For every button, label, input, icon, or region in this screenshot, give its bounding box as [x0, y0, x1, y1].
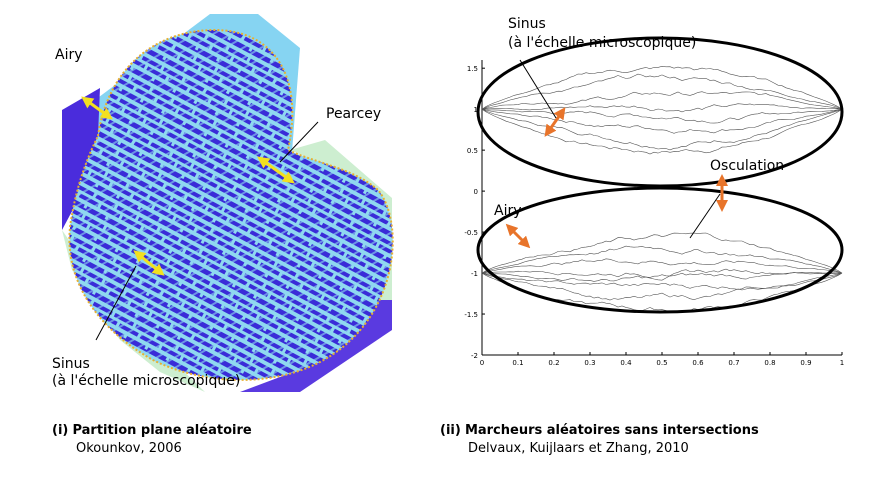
x-tick-label: 0.2	[548, 359, 559, 367]
x-tick-label: 0.8	[764, 359, 775, 367]
label-sinus-right-line1: Sinus	[508, 16, 546, 32]
upper-walker-path	[481, 65, 843, 110]
x-tick-label: 0	[480, 359, 484, 367]
label-sinus-right-line2: (à l'échelle microscopique)	[508, 35, 697, 51]
caption-left-source: Okounkov, 2006	[76, 441, 182, 456]
y-tick-label: -2	[471, 352, 478, 360]
lower-walker-path	[481, 272, 843, 290]
label-airy-right: Airy	[494, 203, 522, 219]
lower-walker-path	[481, 272, 843, 301]
y-tick-label: 0.5	[467, 147, 478, 155]
arctic-boundary-curve	[68, 28, 394, 381]
caption-left-marker: (i)	[52, 423, 69, 438]
y-tick-label: -1.5	[464, 311, 478, 319]
y-tick-label: -0.5	[464, 229, 478, 237]
x-tick-label: 0.3	[584, 359, 595, 367]
lower-walker-path	[481, 232, 843, 274]
x-tick-label: 0.6	[692, 359, 704, 367]
caption-left: (i) Partition plane aléatoire	[52, 422, 252, 440]
lower-ellipse	[476, 186, 844, 314]
airy-arrow	[81, 96, 113, 120]
x-tick-label: 0.5	[656, 359, 667, 367]
upper-walker-path	[481, 108, 843, 124]
y-tick-label: 0	[474, 188, 478, 196]
y-tick-label: 1.5	[467, 65, 478, 73]
upper-walker-path	[481, 108, 843, 151]
x-tick-label: 1	[840, 359, 844, 367]
upper-walker-path	[481, 108, 843, 134]
x-tick-label: 0.1	[512, 359, 523, 367]
label-osculation: Osculation	[710, 158, 785, 174]
upper-walker-path	[481, 108, 843, 155]
sinus-arrow-left	[133, 250, 165, 276]
hexagon-left-corner	[62, 88, 100, 230]
plane-partition-figure	[62, 14, 394, 392]
upper-walker-path	[481, 103, 843, 113]
pearcey-arrow	[257, 156, 295, 184]
upper-walker-path	[481, 73, 843, 110]
lower-walker-path	[481, 272, 843, 313]
pearcey-leader	[279, 121, 319, 163]
label-sinus-left-line1: Sinus	[52, 356, 90, 372]
x-tick-label: 0.4	[620, 359, 632, 367]
label-pearcey: Pearcey	[326, 106, 382, 122]
upper-ellipse	[476, 36, 844, 188]
caption-right-source: Delvaux, Kuijlaars et Zhang, 2010	[468, 441, 689, 456]
label-airy-left: Airy	[55, 47, 83, 63]
y-tick-label: 1	[474, 106, 478, 114]
axis-ticks: 0 0.1 0.2 0.3 0.4 0.5 0.6 0.7 0.8 0.9 1 1.5 1 0.5 0 -0.…	[464, 65, 844, 367]
lower-walker-path	[481, 268, 843, 281]
y-tick-label: -1	[471, 270, 478, 278]
airy-arrow-right	[505, 223, 531, 249]
walker-paths	[481, 65, 843, 313]
sinus-leader-left	[95, 265, 137, 341]
caption-right: (ii) Marcheurs aléatoires sans intersect…	[440, 422, 759, 440]
caption-right-title: Marcheurs aléatoires sans intersections	[464, 423, 759, 438]
x-tick-label: 0.7	[728, 359, 739, 367]
lower-walker-path	[481, 245, 843, 274]
upper-walker-path	[481, 91, 843, 110]
x-tick-label: 0.9	[800, 359, 811, 367]
lower-walker-path	[481, 258, 843, 274]
caption-left-title: Partition plane aléatoire	[72, 423, 252, 438]
label-sinus-left-line2: (à l'échelle microscopique)	[52, 373, 241, 389]
sinus-arrow-right	[544, 107, 566, 137]
sinus-leader-right	[519, 59, 557, 119]
osculation-leader	[689, 193, 721, 239]
random-walkers-chart: 0 0.1 0.2 0.3 0.4 0.5 0.6 0.7 0.8 0.9 1 1.5 1 0.5 0 -0.…	[464, 36, 844, 367]
caption-right-marker: (ii)	[440, 423, 461, 438]
